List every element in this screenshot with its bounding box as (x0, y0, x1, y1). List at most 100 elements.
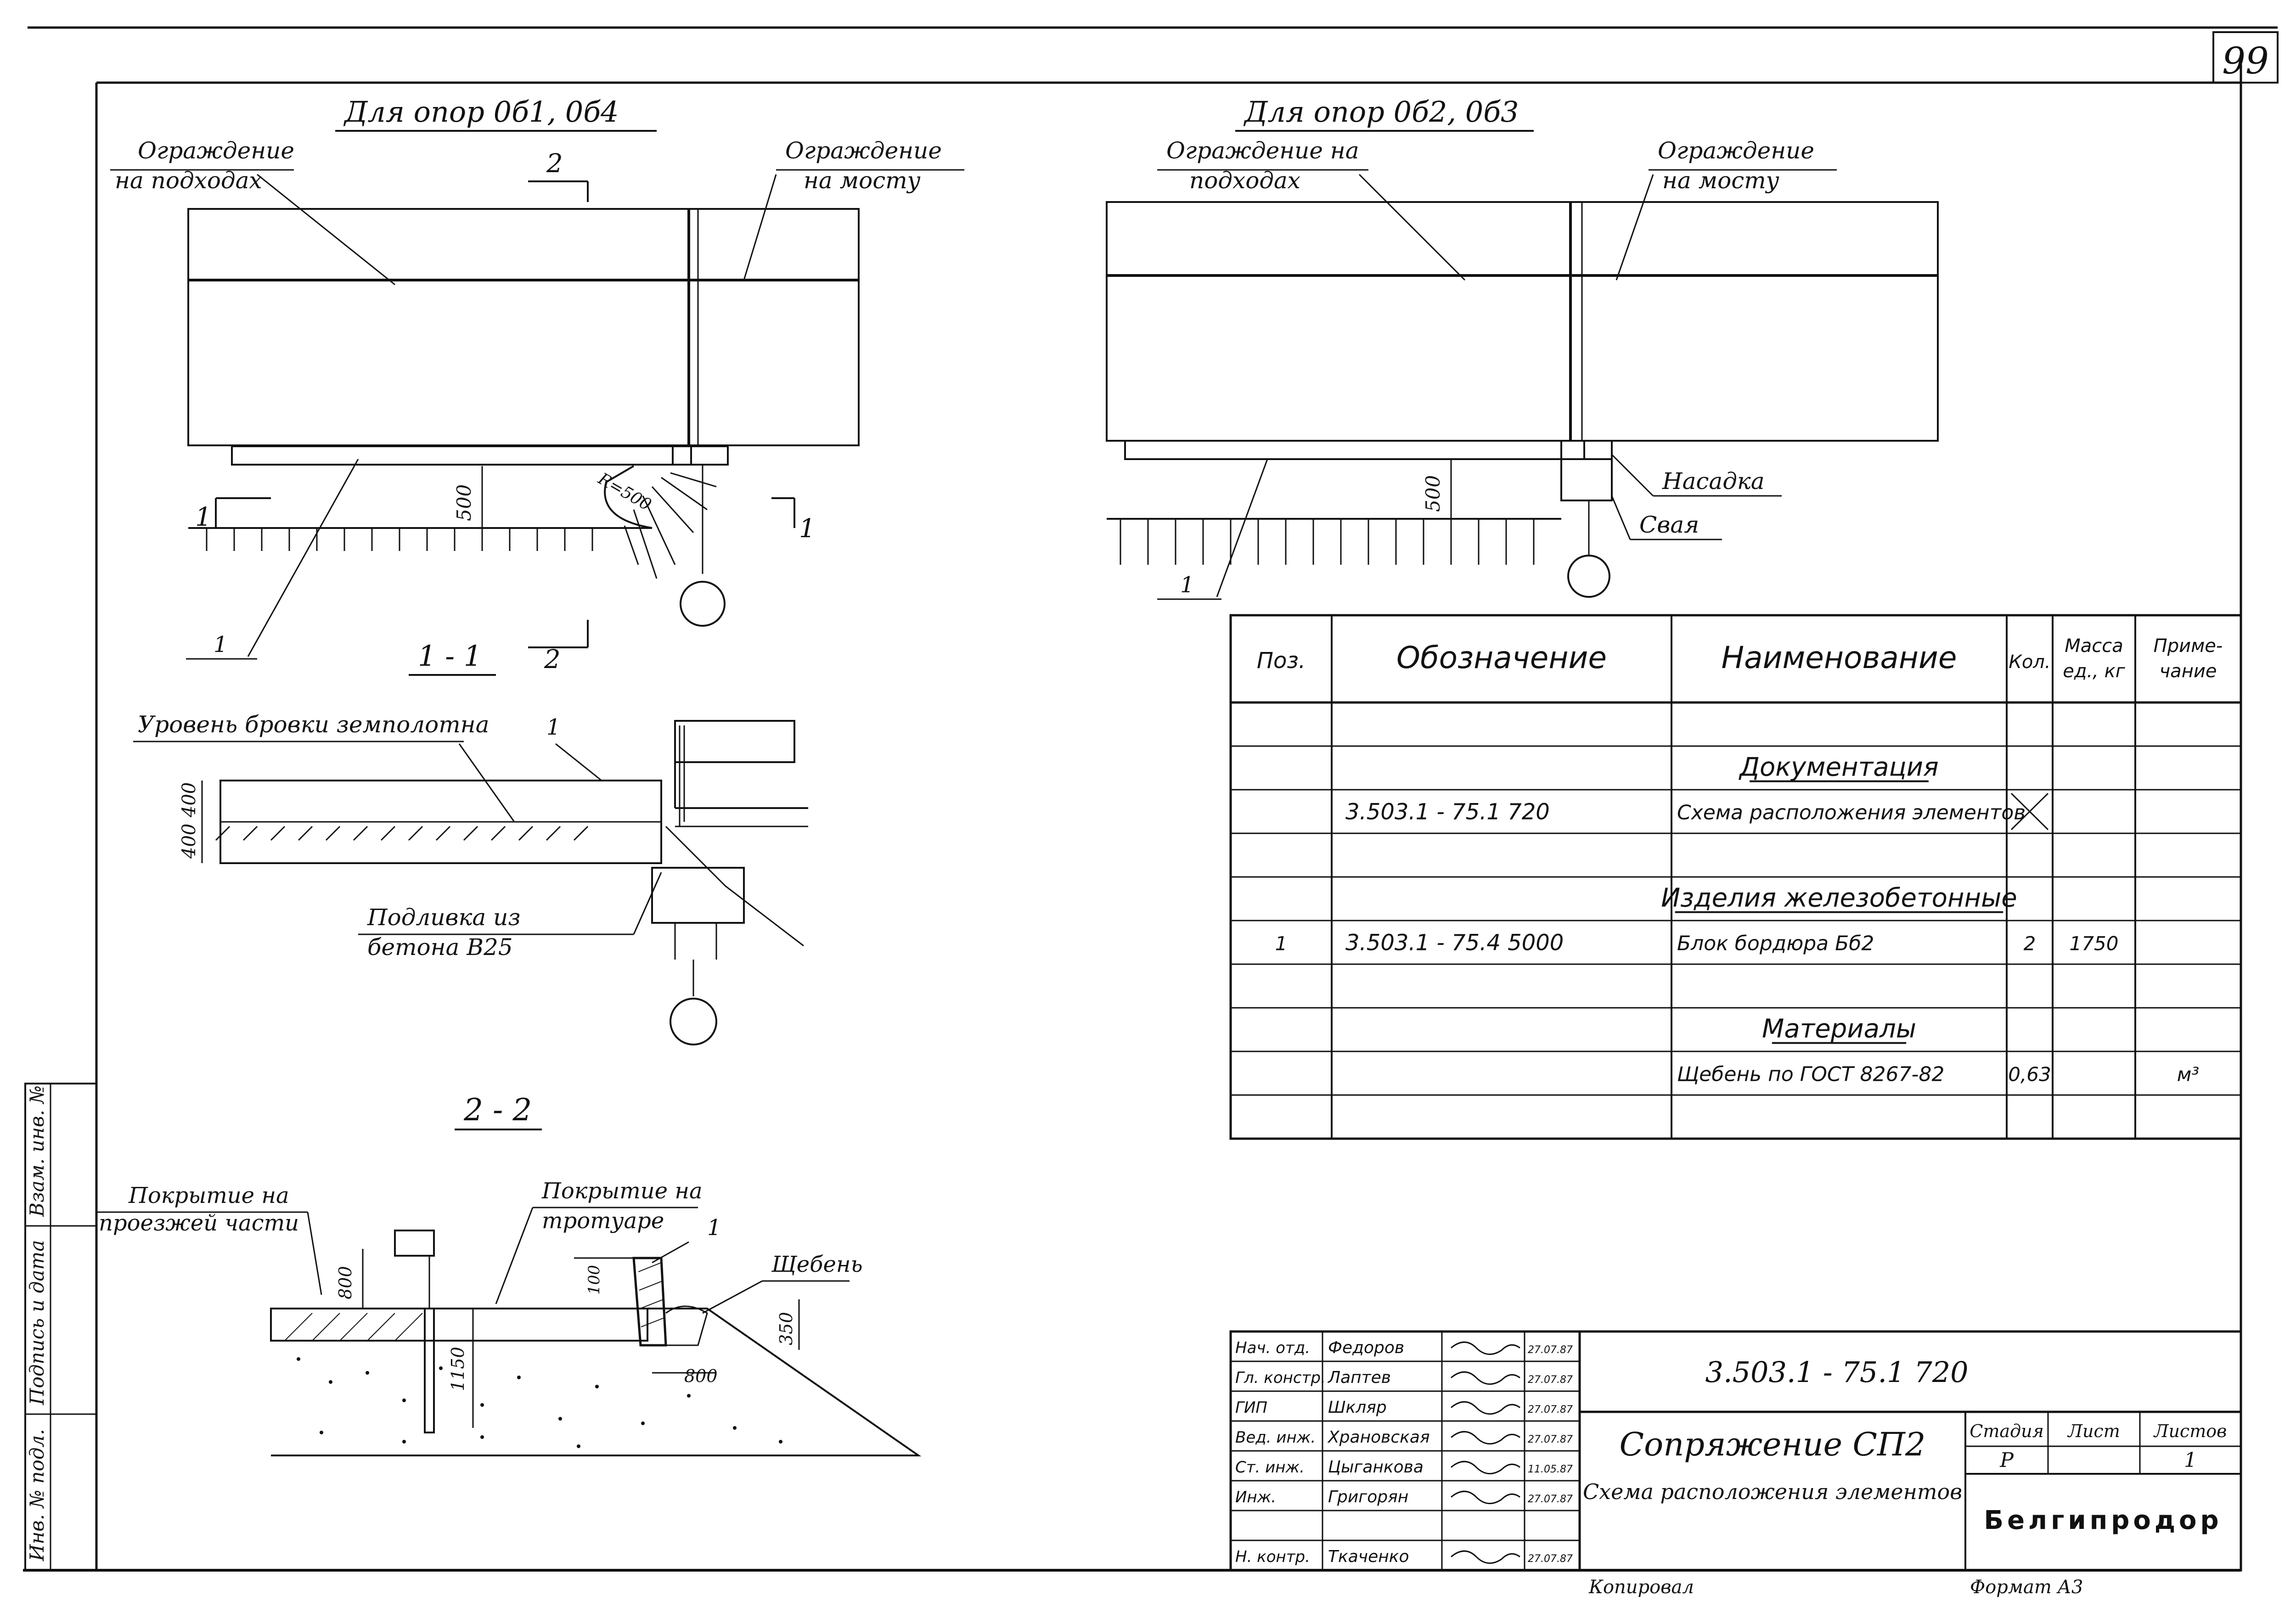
spec-header-name: Наименование (1722, 640, 1957, 675)
spec-cell-code: 3.503.1 - 75.4 5000 (1345, 930, 1564, 956)
section-1-1-grout-2: бетона В25 (367, 934, 513, 961)
title-block-org: Белгипродор (1984, 1506, 2222, 1535)
title-block-format: Формат А3 (1970, 1577, 2083, 1598)
section-2-2-ground (271, 1308, 922, 1456)
section-2-2-dim-800a: 800 (335, 1266, 355, 1299)
title-block-stage: Р (1999, 1449, 2014, 1472)
section-2-2-dim-350: 350 (776, 1312, 796, 1345)
side-stamp: Инв. № подл. Подпись и дата Взам. инв. № (24, 1083, 97, 1571)
section-1-1-mark2: 2 (544, 645, 561, 674)
signature (1451, 1550, 1520, 1564)
plan-left-deck (187, 208, 860, 446)
spec-cell-name: Документация (1738, 753, 1938, 782)
spec-cell-name: Блок бордюра Бб2 (1677, 932, 1874, 955)
spec-cell-qty: 2 (2024, 933, 2036, 955)
section-1-1-title: 1 - 1 (418, 639, 482, 673)
signature (1451, 1341, 1520, 1355)
spec-cell-name: Схема расположения элементов (1677, 801, 2026, 825)
spec-cell-qty: 0,63 (2008, 1063, 2051, 1086)
plan-right-cap (1560, 458, 1613, 501)
spec-cell-note: м³ (2177, 1063, 2200, 1086)
plan-right-pile-label: Свая (1639, 511, 1699, 538)
person-role: Ст. инж. (1235, 1458, 1305, 1477)
person-date: 11.05.87 (1528, 1464, 1573, 1475)
side-stamp-sign: Подпись и дата (26, 1240, 48, 1405)
person-name: Лаптев (1327, 1368, 1391, 1387)
plan-left-section1-left: 1 (195, 502, 212, 532)
plan-right-callout: 1 (1180, 572, 1194, 598)
plan-left-curb-block (231, 445, 692, 466)
person-date: 27.07.87 (1528, 1494, 1573, 1505)
section-2-2-roadway-2: проезжей части (99, 1210, 299, 1236)
plan-left-approach-label-1: Ограждение (138, 137, 294, 164)
plan-left-section2-mark: 2 (546, 149, 563, 179)
section-2-2-dim-100: 100 (585, 1265, 603, 1295)
section-1-1-callout: 1 (546, 714, 561, 740)
plan-left-title: Для опор 0б1, 0б4 (343, 95, 619, 129)
person-name: Шкляр (1328, 1398, 1387, 1417)
title-block-title: Сопряжение СП2 (1620, 1426, 1926, 1463)
sheet-number-box (2212, 31, 2279, 84)
title-block-sheet-label: Лист (2067, 1421, 2120, 1441)
plan-left: Для опор 0б1, 0б4 Ограждение на подходах… (110, 95, 964, 660)
signature (1451, 1490, 1520, 1505)
plan-right-cap-label: Насадка (1662, 468, 1765, 494)
side-stamp-repl: Взам. инв. № (26, 1085, 48, 1217)
plan-left-dim-500: 500 (453, 484, 475, 521)
section-1-1-dim-400b: 400 (179, 824, 200, 859)
sheet-number: 99 (2222, 39, 2269, 82)
title-block-stage-label: Стадия (1970, 1421, 2043, 1441)
person-date: 27.07.87 (1528, 1374, 1573, 1386)
plan-left-callout: 1 (214, 632, 228, 657)
plan-right: Для опор 0б2, 0б3 Ограждение на подходах… (1106, 95, 1939, 600)
person-name: Григорян (1328, 1488, 1408, 1506)
title-block-copied: Копировал (1588, 1577, 1694, 1598)
plan-right-bridge-label-2: на мосту (1662, 167, 1779, 194)
spec-header-code: Обозначение (1396, 640, 1607, 675)
section-1-1-pile (670, 998, 717, 1045)
person-date: 27.07.87 (1528, 1553, 1573, 1565)
section-2-2-sidewalk-1: Покрытие на (541, 1178, 703, 1204)
person-role: Вед. инж. (1235, 1428, 1316, 1447)
section-2-2-dim-1150: 1150 (448, 1347, 468, 1391)
section-1-1-cap (651, 867, 745, 924)
section-2-2-gravel: Щебень (771, 1252, 863, 1277)
plan-right-approach-label-2: подходах (1189, 167, 1300, 194)
section-1-1-grout-1: Подливка из (367, 904, 521, 931)
person-role: Нач. отд. (1235, 1339, 1310, 1357)
person-date: 27.07.87 (1528, 1404, 1573, 1416)
section-1-1: 1 - 1 2 Уровень бровки земполотна 1 400 … (133, 620, 808, 1045)
plan-left-radius: R=500 (595, 469, 654, 515)
spec-cell-pos: 1 (1275, 933, 1288, 955)
plan-left-approach-label-2: на подходах (115, 167, 262, 194)
signature (1451, 1371, 1520, 1385)
signature (1451, 1431, 1520, 1445)
section-1-1-level-label: Уровень бровки земполотна (138, 711, 489, 738)
section-2-2-roadway-1: Покрытие на (128, 1183, 289, 1208)
person-name: Федоров (1328, 1338, 1404, 1357)
title-block-sheets-label: Листов (2153, 1421, 2227, 1441)
spec-header-qty: Кол. (2009, 652, 2050, 673)
plan-left-bridge-label-2: на мосту (804, 167, 921, 194)
side-stamp-inv: Инв. № подл. (26, 1429, 48, 1562)
title-block: 3.503.1 - 75.1 720 Сопряжение СП2 Схема … (1229, 1330, 2242, 1598)
section-2-2-callout: 1 (707, 1215, 721, 1241)
spec-cell-code: 3.503.1 - 75.1 720 (1345, 799, 1550, 825)
person-role: Н. контр. (1235, 1548, 1310, 1566)
plan-right-title: Для опор 0б2, 0б3 (1243, 95, 1519, 129)
person-role: Инж. (1235, 1488, 1276, 1506)
section-1-1-dim-400a: 400 (179, 782, 200, 818)
section-2-2-title: 2 - 2 (463, 1092, 532, 1128)
title-block-subtitle: Схема расположения элементов (1583, 1479, 1962, 1504)
section-2-2-sidewalk-2: тротуаре (542, 1208, 664, 1234)
person-date: 27.07.87 (1528, 1434, 1573, 1445)
spec-header-mass: Масса (2065, 635, 2123, 657)
plan-right-dim-500: 500 (1422, 475, 1444, 512)
section-2-2-curb (632, 1257, 667, 1347)
person-role: ГИП (1235, 1399, 1267, 1417)
title-block-sheets: 1 (2184, 1449, 2197, 1472)
spec-header-note: чание (2160, 661, 2217, 682)
